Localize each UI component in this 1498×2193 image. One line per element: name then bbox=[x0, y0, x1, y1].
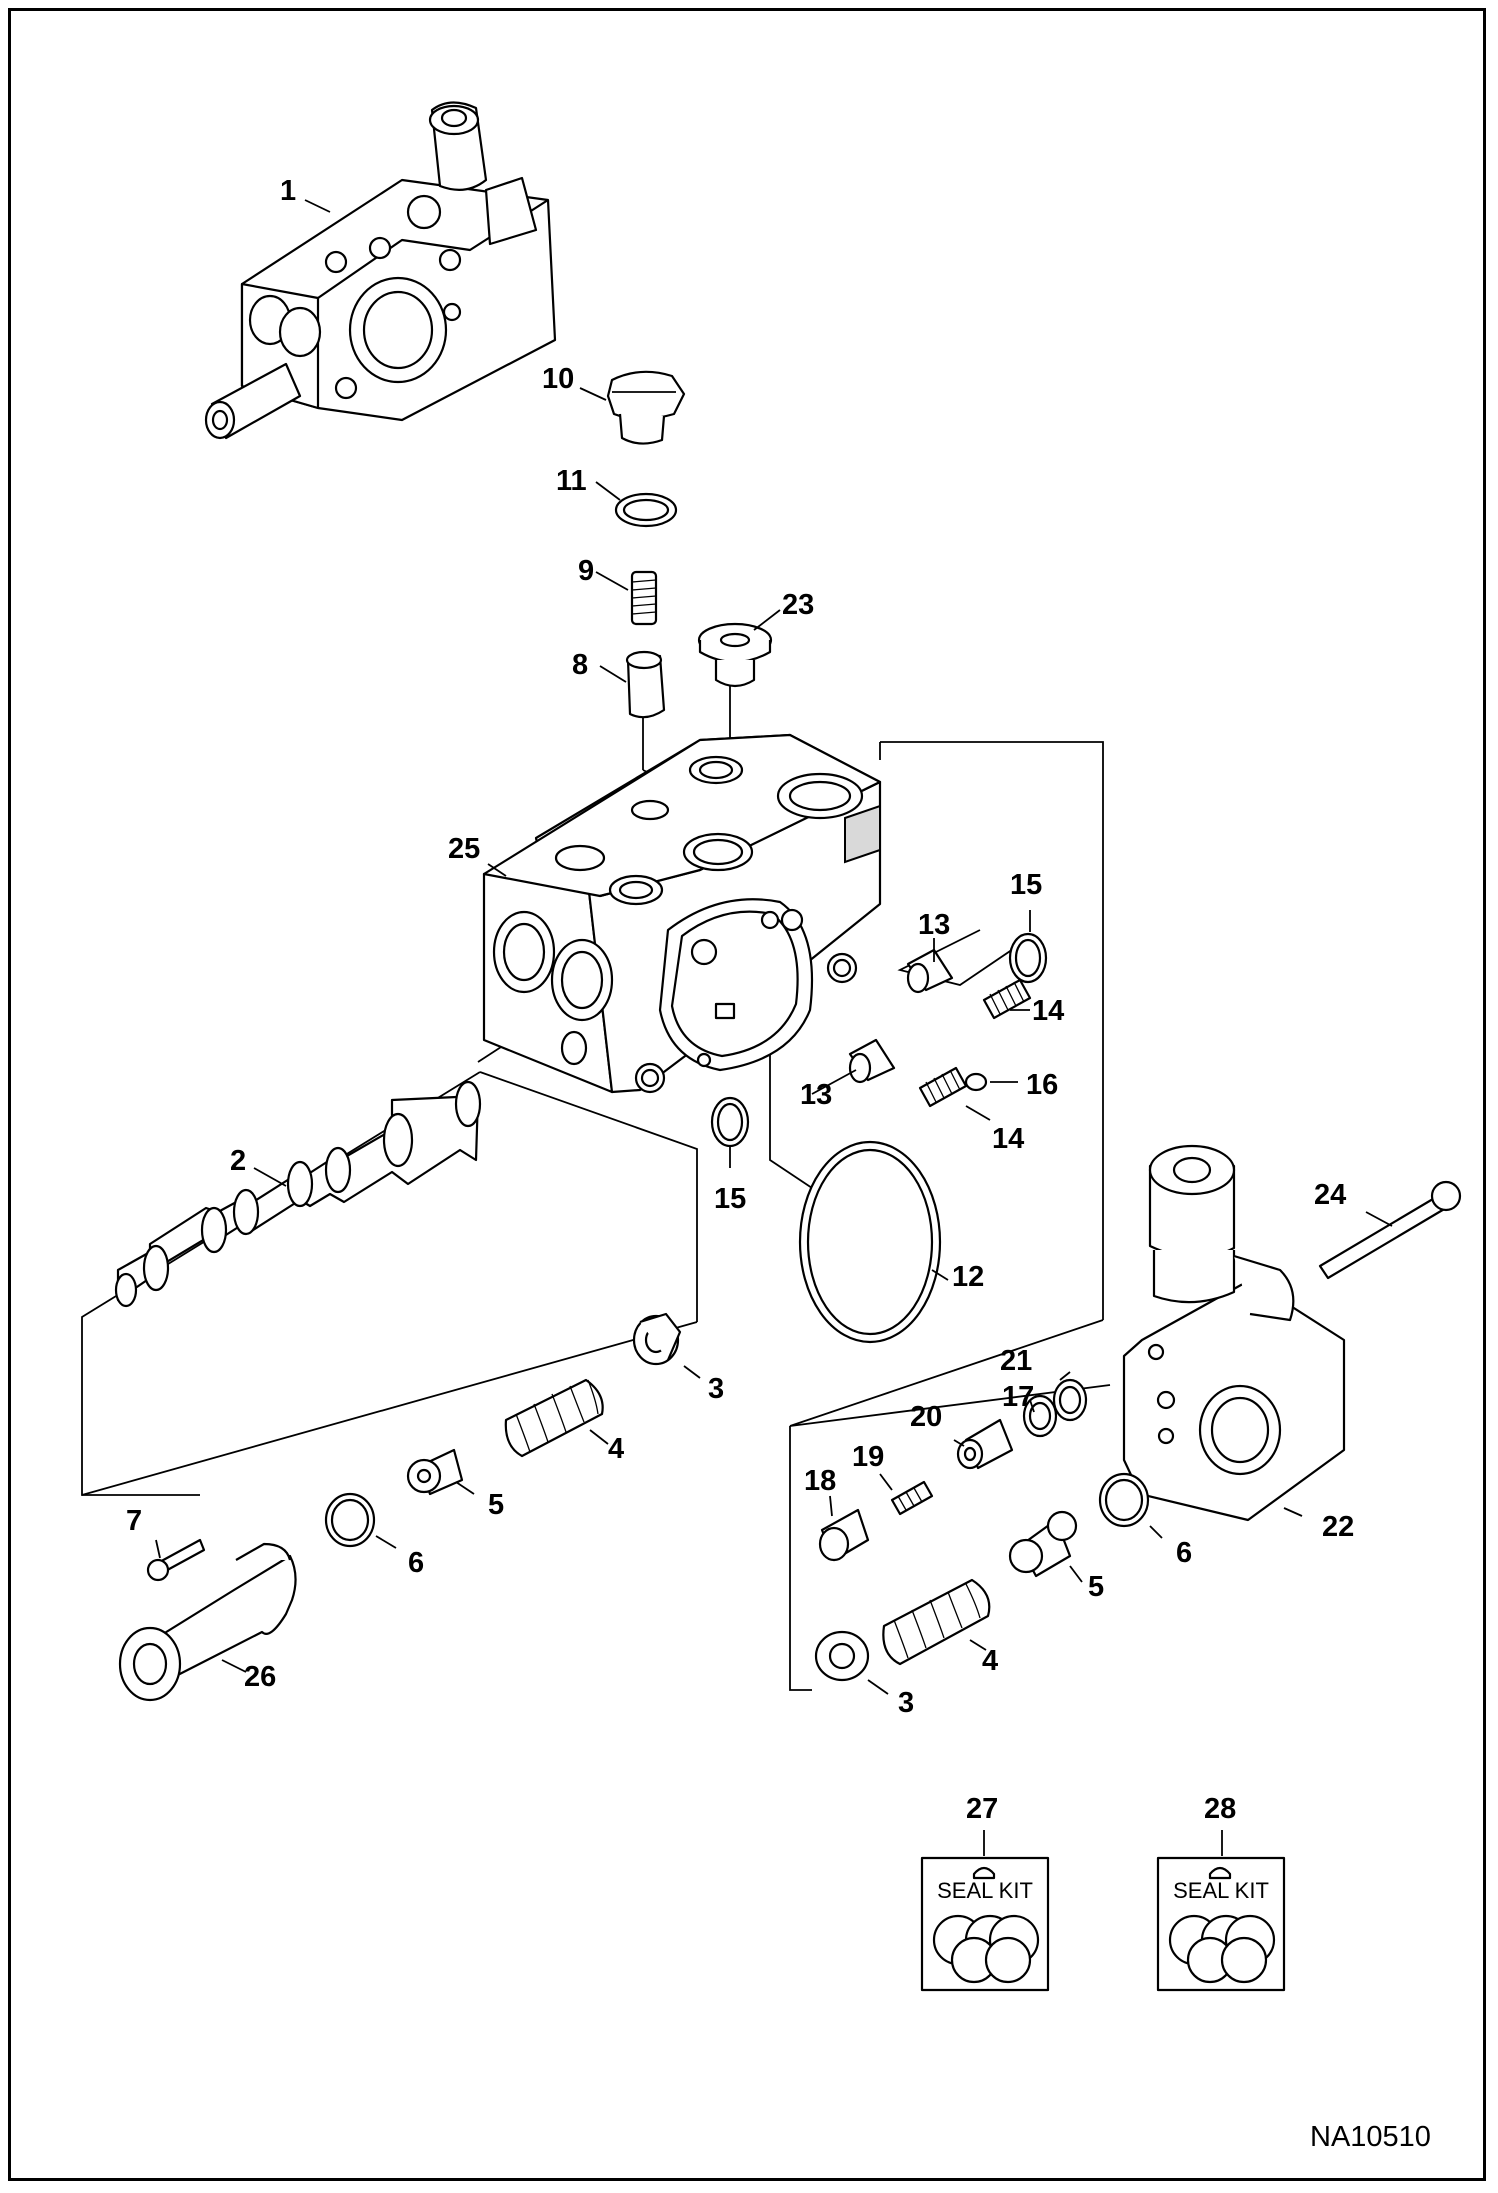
callout-20: 20 bbox=[910, 1401, 942, 1433]
o-ring-part-21 bbox=[1052, 1378, 1088, 1422]
callout-9: 9 bbox=[578, 555, 594, 587]
callout-14-upper: 14 bbox=[1032, 995, 1064, 1027]
callout-3-right: 3 bbox=[898, 1687, 914, 1719]
callout-15-upper: 15 bbox=[1010, 869, 1042, 901]
seal-kit-label: SEAL KIT bbox=[937, 1878, 1033, 1903]
callout-5-right: 5 bbox=[1088, 1571, 1104, 1603]
callout-1: 1 bbox=[280, 175, 296, 207]
seal-kit-part-28: SEAL KIT bbox=[1156, 1856, 1286, 1992]
cap-part-26 bbox=[118, 1542, 297, 1702]
callout-7: 7 bbox=[126, 1505, 142, 1537]
check-poppet-part-13-lower bbox=[848, 1038, 896, 1084]
valve-section-assembly-part-1 bbox=[204, 101, 557, 440]
callout-18: 18 bbox=[804, 1465, 836, 1497]
callout-4-right: 4 bbox=[982, 1645, 998, 1677]
spring-part-4-right bbox=[882, 1578, 991, 1666]
seal-kit-part-27: SEAL KIT bbox=[920, 1856, 1050, 1992]
o-ring-part-12-inner bbox=[806, 1148, 934, 1336]
callout-23: 23 bbox=[782, 589, 814, 621]
check-poppet-part-13-upper bbox=[906, 948, 954, 994]
plug-part-23 bbox=[697, 622, 773, 688]
drawing-reference-code: NA10510 bbox=[1310, 2121, 1431, 2153]
callout-11: 11 bbox=[556, 465, 587, 497]
spring-part-9 bbox=[630, 570, 658, 626]
spring-part-14-upper bbox=[982, 978, 1032, 1020]
spool-part-2 bbox=[114, 1080, 482, 1308]
callout-leaders bbox=[155, 199, 1393, 1856]
callout-17: 17 bbox=[1002, 1381, 1034, 1413]
seal-part-3-right bbox=[814, 1630, 870, 1682]
callout-12: 12 bbox=[952, 1261, 984, 1293]
relief-housing-part-22 bbox=[1122, 1144, 1346, 1522]
callout-13-upper: 13 bbox=[918, 909, 950, 941]
o-ring-part-6-left bbox=[324, 1492, 376, 1548]
callout-19: 19 bbox=[852, 1441, 884, 1473]
seal-kit-label: SEAL KIT bbox=[1173, 1878, 1269, 1903]
callout-21: 21 bbox=[1000, 1345, 1032, 1377]
spring-part-14-lower bbox=[918, 1066, 968, 1108]
poppet-seat-part-20 bbox=[956, 1418, 1014, 1470]
callout-24: 24 bbox=[1314, 1179, 1346, 1211]
callout-10: 10 bbox=[542, 363, 574, 395]
spring-seat-part-5-right bbox=[1008, 1510, 1078, 1578]
callout-25: 25 bbox=[448, 833, 480, 865]
callout-28: 28 bbox=[1204, 1793, 1236, 1825]
callout-16: 16 bbox=[1026, 1069, 1058, 1101]
valve-body-part-25 bbox=[482, 733, 882, 1094]
bolt-part-24 bbox=[1318, 1180, 1462, 1280]
poppet-part-18 bbox=[818, 1508, 870, 1562]
o-ring-part-11-inner bbox=[622, 498, 670, 522]
callout-13-lower: 13 bbox=[800, 1079, 832, 1111]
callout-2: 2 bbox=[230, 1145, 246, 1177]
o-ring-part-15-upper-inner bbox=[1014, 938, 1042, 978]
callout-26: 26 bbox=[244, 1661, 276, 1693]
callout-8: 8 bbox=[572, 649, 588, 681]
callout-labels: 1 2 3 3 4 4 5 5 6 6 7 8 9 10 11 12 13 13… bbox=[126, 175, 1354, 1825]
callout-3-left: 3 bbox=[708, 1373, 724, 1405]
callout-5-left: 5 bbox=[488, 1489, 504, 1521]
plug-part-10 bbox=[606, 370, 686, 445]
callout-14-lower: 14 bbox=[992, 1123, 1024, 1155]
spring-part-19 bbox=[890, 1480, 934, 1516]
plug-part-16 bbox=[964, 1072, 988, 1092]
callout-4-left: 4 bbox=[608, 1433, 624, 1465]
o-ring-part-15-lower-inner bbox=[716, 1102, 744, 1142]
callout-15-lower: 15 bbox=[714, 1183, 746, 1215]
poppet-part-8 bbox=[625, 650, 666, 719]
callout-6-left: 6 bbox=[408, 1547, 424, 1579]
seal-part-3-left bbox=[632, 1312, 682, 1366]
spring-seat-part-5-left bbox=[406, 1448, 464, 1496]
o-ring-part-6-right bbox=[1098, 1472, 1150, 1528]
callout-27: 27 bbox=[966, 1793, 998, 1825]
callout-22: 22 bbox=[1322, 1511, 1354, 1543]
spring-part-4-left bbox=[504, 1378, 604, 1458]
callout-6-right: 6 bbox=[1176, 1537, 1192, 1569]
bolt-part-7 bbox=[146, 1538, 206, 1582]
